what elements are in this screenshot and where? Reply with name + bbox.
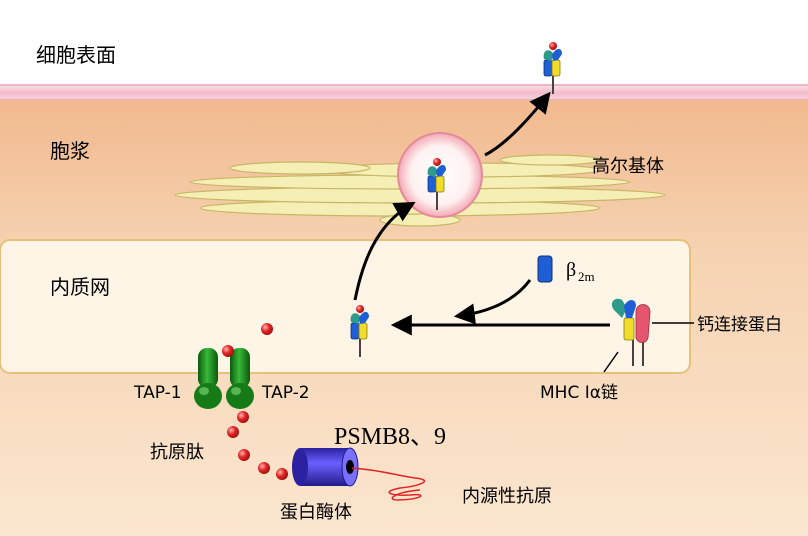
alpha-chain-pointer [603, 351, 619, 373]
label-mhc-alpha-chain: MHC Iα链 [540, 383, 618, 403]
label-cell-surface: 细胞表面 [36, 43, 116, 67]
plasma-membrane [0, 85, 808, 100]
proteasome-icon [292, 447, 359, 487]
arrow-golgi-to-surface [484, 91, 551, 157]
label-golgi: 高尔基体 [592, 156, 664, 177]
label-tap2: TAP-2 [261, 383, 310, 403]
beta2m-icon [537, 255, 553, 283]
extracellular-space [0, 0, 808, 85]
label-psmb: PSMB8、9 [334, 424, 446, 450]
endoplasmic-reticulum [0, 239, 691, 374]
label-calnexin: 钙连接蛋白 [697, 315, 782, 335]
label-b2m-subscript: 2m [578, 269, 595, 284]
label-endogenous-antigen: 内源性抗原 [462, 486, 552, 507]
endogenous-antigen-chain [351, 467, 426, 501]
tap-transporter [194, 348, 254, 409]
label-proteasome: 蛋白酶体 [280, 502, 352, 523]
arrow-er-to-golgi [353, 201, 416, 301]
label-er: 内质网 [50, 275, 110, 299]
arrow-b2m-binding [453, 279, 532, 325]
mhc-alpha-chain-with-calnexin [611, 298, 651, 366]
label-cytoplasm: 胞浆 [50, 139, 90, 163]
label-antigen-peptide: 抗原肽 [150, 442, 204, 463]
label-b2m-symbol: β [566, 259, 576, 281]
antigen-peptides [222, 323, 288, 480]
label-tap1: TAP-1 [133, 383, 182, 403]
